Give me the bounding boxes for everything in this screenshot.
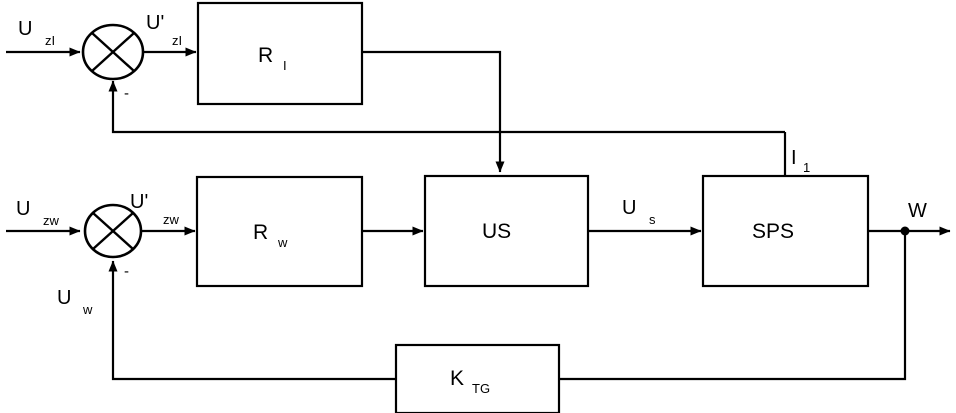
signal-sublabel-u-prime-zw: zw [163,212,180,227]
block-r-i-label: R [258,44,273,67]
signal-label-u-w: U [57,287,71,309]
block-k-tg-sublabel: TG [472,381,490,396]
signal-label-u-prime-zw: U' [130,191,148,213]
block-r-i-sublabel: I [283,58,287,73]
block-us-label: US [482,220,511,243]
wire-ktg-to-sum-speed [108,260,396,381]
wire-w-tap-to-ktg [559,231,907,381]
signal-sublabel-u-w: w [82,302,93,317]
output-tap-node [900,226,910,236]
block-r-w-label: R [253,221,268,244]
block-k-tg-label: K [450,367,464,390]
summing-junction-current-cross-b [91,32,135,72]
signal-sublabel-u-s: s [649,212,656,227]
block-r-w-sublabel: w [277,235,288,250]
summing-junction-speed[interactable] [83,203,143,259]
minus-sign-current: - [124,85,129,102]
signal-label-u-zw: U [16,198,30,220]
signal-label-u-s: U [622,197,636,219]
summing-junction-speed-cross-b [92,212,134,250]
block-sps-label: SPS [752,220,794,243]
block-sps[interactable] [701,174,870,288]
wire-current-feedback [108,80,785,134]
signal-label-i-1: I [791,147,797,169]
block-k-tg[interactable] [394,343,561,413]
signal-label-u-prime-zi: U' [146,12,164,34]
summing-junction-current[interactable] [81,23,145,81]
signal-label-w: W [908,200,927,222]
block-r-w[interactable] [195,175,364,288]
signal-sublabel-i-1: 1 [803,160,810,175]
wire-r-i-out-to-us-top [362,50,505,173]
minus-sign-speed: - [124,263,129,280]
signal-sublabel-u-prime-zi: zI [172,33,182,48]
signal-sublabel-u-zw: zw [43,213,60,228]
signal-sublabel-u-zi: zI [45,33,55,48]
signal-label-u-zi: U [18,18,32,40]
block-r-i[interactable] [196,1,364,106]
block-us[interactable] [423,174,590,288]
